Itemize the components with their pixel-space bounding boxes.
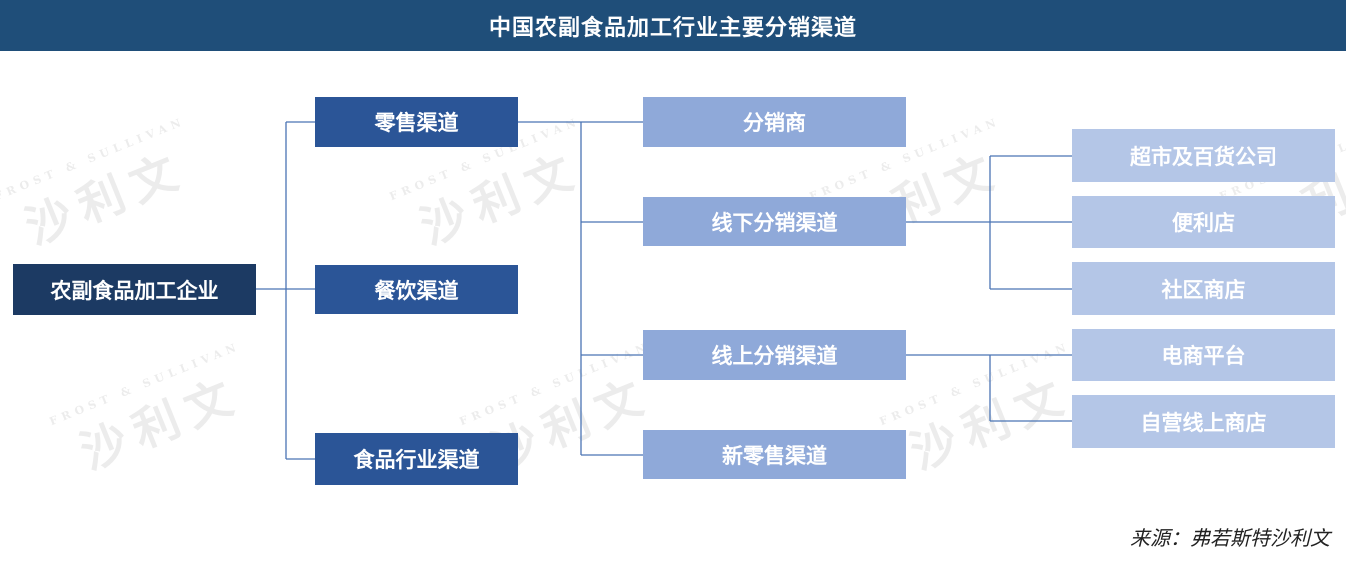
node-online-distribution: 线上分销渠道 [643,330,906,380]
node-own-online-store: 自营线上商店 [1072,395,1335,448]
node-root: 农副食品加工企业 [13,264,256,315]
node-distributor: 分销商 [643,97,906,147]
page-title: 中国农副食品加工行业主要分销渠道 [0,0,1346,51]
node-supermarket: 超市及百货公司 [1072,129,1335,182]
node-convenience-store: 便利店 [1072,196,1335,248]
node-retail-channel: 零售渠道 [315,97,518,147]
node-new-retail: 新零售渠道 [643,430,906,479]
node-ecommerce-platform: 电商平台 [1072,329,1335,381]
source-note: 来源：弗若斯特沙利文 [1130,526,1330,550]
node-catering-channel: 餐饮渠道 [315,265,518,314]
node-food-industry-channel: 食品行业渠道 [315,433,518,485]
node-community-store: 社区商店 [1072,262,1335,315]
node-offline-distribution: 线下分销渠道 [643,197,906,246]
